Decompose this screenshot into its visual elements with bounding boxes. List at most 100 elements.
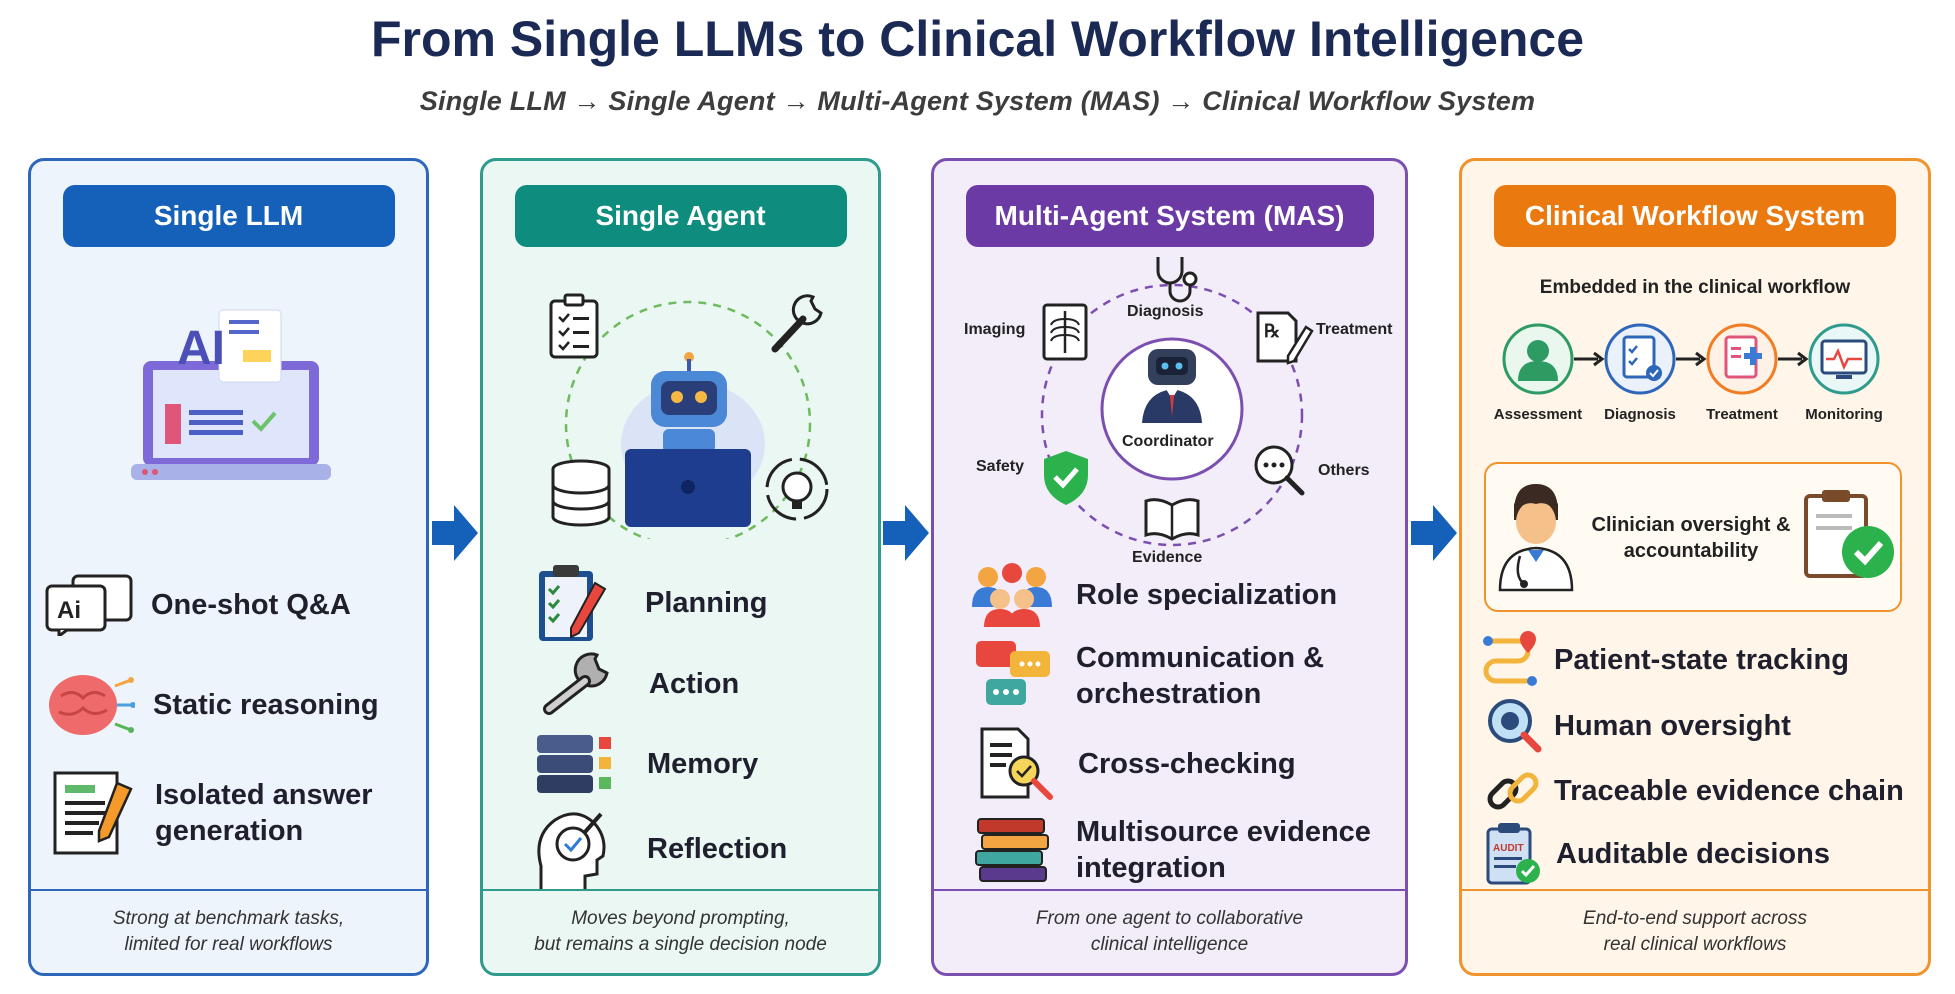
panel-mas: Multi-Agent System (MAS) ℞: [931, 158, 1408, 976]
stethoscope-icon: [1156, 257, 1198, 303]
book-icon: [1144, 498, 1200, 541]
robot-laptop-icon: [549, 293, 829, 539]
feature-text: Multisource evidence integration: [1076, 816, 1371, 884]
node-diagnosis: Diagnosis: [1127, 303, 1204, 320]
hero-ai-text: AI: [177, 322, 225, 375]
workflow-steps: [1502, 323, 1880, 395]
database-icon: [537, 735, 611, 793]
page-subtitle: Single LLM → Single Agent → Multi-Agent …: [419, 86, 1536, 116]
panel-header-single-agent: Single Agent: [514, 185, 847, 247]
feature-text: Role specialization: [1076, 579, 1338, 611]
page-title: From Single LLMs to Clinical Workflow In…: [370, 11, 1585, 67]
feature-reflection: Reflection: [535, 806, 787, 892]
document-pen-icon: [53, 771, 133, 855]
wrench-icon: [771, 294, 823, 353]
step-monitoring: Monitoring: [1805, 406, 1883, 423]
panel-footer: From one agent to collaborative clinical…: [934, 889, 1405, 973]
audit-text: AUDIT: [1493, 843, 1524, 854]
arrow-right-icon: [432, 505, 478, 561]
step-assessment: Assessment: [1493, 406, 1583, 423]
magnifier-dots-icon: [1254, 445, 1305, 496]
route-pin-icon: [1483, 631, 1537, 686]
feature-cross-checking: Cross-checking: [980, 727, 1296, 801]
people-icon: [972, 563, 1052, 627]
svg-text:Ai: Ai: [57, 597, 81, 624]
arrow-right-icon: [1411, 505, 1457, 561]
feature-role-specialization: Role specialization: [970, 563, 1337, 627]
feature-text: Reflection: [647, 833, 788, 865]
feature-text: Cross-checking: [1078, 748, 1296, 780]
prescription-icon: ℞: [1256, 311, 1314, 365]
panel-header-single-llm: Single LLM: [62, 185, 395, 247]
feature-text: Communication & orchestration: [1076, 642, 1325, 710]
chat-bubbles-icon: [976, 641, 1050, 705]
checklist-icon: [1604, 323, 1676, 395]
panel-footer: Moves beyond prompting, but remains a si…: [483, 889, 878, 973]
feature-text: Isolated answer generation: [155, 779, 373, 847]
person-icon: [1502, 323, 1574, 395]
magnifier-icon: [1488, 699, 1542, 753]
panel-header-clinical-workflow: Clinical Workflow System: [1494, 185, 1896, 247]
feature-text: Traceable evidence chain: [1554, 775, 1904, 807]
feature-human-oversight: Human oversight: [1486, 697, 1791, 755]
head-check-icon: [537, 812, 606, 890]
idea-cycle-icon: [765, 457, 829, 521]
node-evidence: Evidence: [1132, 549, 1203, 566]
wrench-icon: [543, 652, 609, 715]
clipboard-check-icon: [1804, 490, 1894, 578]
audit-icon: AUDIT: [1486, 823, 1540, 885]
panel-header-mas: Multi-Agent System (MAS): [965, 185, 1374, 247]
embedded-label: Embedded in the clinical workflow: [1539, 277, 1851, 298]
monitor-icon: [1808, 323, 1880, 395]
feature-text: One-shot Q&A: [151, 589, 351, 621]
svg-text:℞: ℞: [1264, 321, 1280, 341]
panel-clinical-workflow: Clinical Workflow System Embedded in the…: [1459, 158, 1931, 976]
panel-single-llm: Single LLM AI Ai One-shot Q&A: [28, 158, 429, 976]
chat-ai-icon: Ai: [45, 574, 133, 636]
step-treatment: Treatment: [1706, 406, 1778, 423]
feature-planning: Planning: [535, 563, 767, 643]
doc-search-icon: [980, 727, 1053, 800]
feature-text: Planning: [645, 587, 768, 619]
books-icon: [975, 818, 1049, 882]
step-diagnosis: Diagnosis: [1604, 406, 1676, 423]
oversight-text: Clinician oversight & accountability: [1591, 514, 1791, 562]
feature-patient-state: Patient-state tracking: [1480, 629, 1849, 691]
panel-footer: Strong at benchmark tasks, limited for r…: [31, 889, 426, 973]
node-imaging: Imaging: [964, 321, 1026, 338]
node-others: Others: [1318, 462, 1370, 479]
feature-memory: Memory: [535, 731, 758, 797]
node-safety: Safety: [976, 458, 1025, 475]
medical-clipboard-icon: [1706, 323, 1778, 395]
feature-communication: Communication & orchestration: [974, 639, 1376, 713]
shield-check-icon: [1044, 451, 1088, 505]
feature-text: Static reasoning: [153, 689, 379, 721]
link-icon: [1487, 772, 1539, 810]
doctor-icon: [1498, 484, 1574, 592]
arrow-right-icon: [883, 505, 929, 561]
feature-one-shot-qa: Ai One-shot Q&A: [45, 574, 351, 636]
oversight-box: Clinician oversight & accountability: [1484, 462, 1902, 612]
database-icon: [551, 459, 611, 527]
feature-traceable-evidence: Traceable evidence chain: [1484, 762, 1904, 820]
feature-text: Human oversight: [1554, 710, 1791, 742]
feature-text: Patient-state tracking: [1554, 644, 1849, 676]
laptop-ai-icon: AI: [131, 309, 331, 480]
feature-action: Action: [539, 651, 739, 717]
coordinator-icon: [1142, 349, 1202, 423]
clipboard-icon: [549, 293, 599, 359]
xray-icon: [1042, 303, 1088, 361]
panel-footer: End-to-end support across real clinical …: [1462, 889, 1928, 973]
feature-multisource: Multisource evidence integration: [974, 814, 1386, 886]
panel-single-agent: Single Agent: [480, 158, 881, 976]
feature-isolated-answer: Isolated answer generation: [53, 769, 426, 857]
feature-text: Auditable decisions: [1556, 838, 1830, 870]
clipboard-icon: [539, 565, 607, 641]
brain-icon: [49, 675, 135, 735]
mas-network: ℞: [1040, 257, 1314, 547]
feature-auditable-decisions: AUDIT Auditable decisions: [1484, 821, 1830, 887]
feature-text: Action: [649, 668, 740, 700]
node-treatment: Treatment: [1316, 321, 1393, 338]
feature-text: Memory: [647, 748, 759, 780]
coordinator-label: Coordinator: [1122, 433, 1214, 450]
